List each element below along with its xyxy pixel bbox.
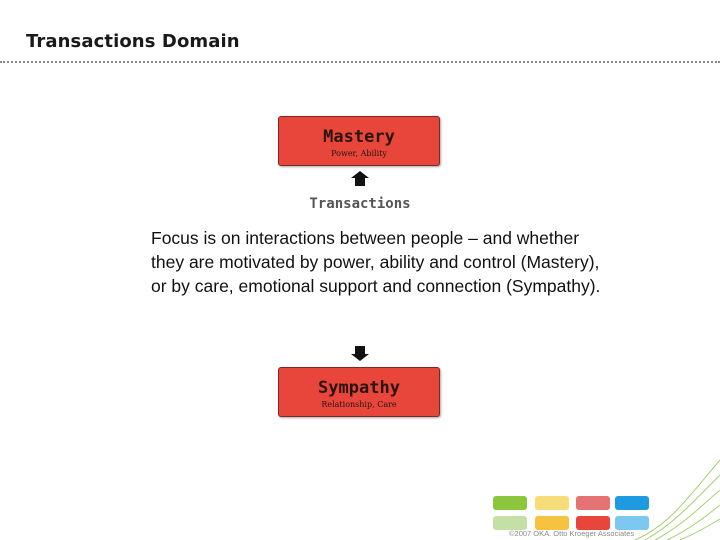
decorative-tile <box>493 496 527 510</box>
mastery-title: Mastery <box>323 127 395 147</box>
decorative-tile <box>576 516 610 530</box>
arrow-up-icon <box>351 171 369 186</box>
title-divider <box>0 61 720 63</box>
decorative-tile <box>493 516 527 530</box>
decorative-tile <box>615 496 649 510</box>
decorative-tiles-logo <box>493 459 720 540</box>
page-title: Transactions Domain <box>26 31 240 52</box>
sympathy-box: Sympathy Relationship, Care <box>278 367 440 417</box>
decorative-tile <box>535 516 569 530</box>
description-text: Focus is on interactions between people … <box>151 228 601 296</box>
sympathy-subtitle: Relationship, Care <box>321 400 397 409</box>
mastery-subtitle: Power, Ability <box>331 149 387 158</box>
decorative-tile <box>576 496 610 510</box>
transactions-label: Transactions <box>309 196 411 212</box>
arrow-down-icon <box>351 346 369 361</box>
decorative-tile <box>535 496 569 510</box>
sympathy-title: Sympathy <box>318 378 400 398</box>
decorative-tile <box>615 516 649 530</box>
mastery-box: Mastery Power, Ability <box>278 116 440 166</box>
copyright-text: ©2007 OKA. Otto Kroeger Associates <box>509 529 635 538</box>
